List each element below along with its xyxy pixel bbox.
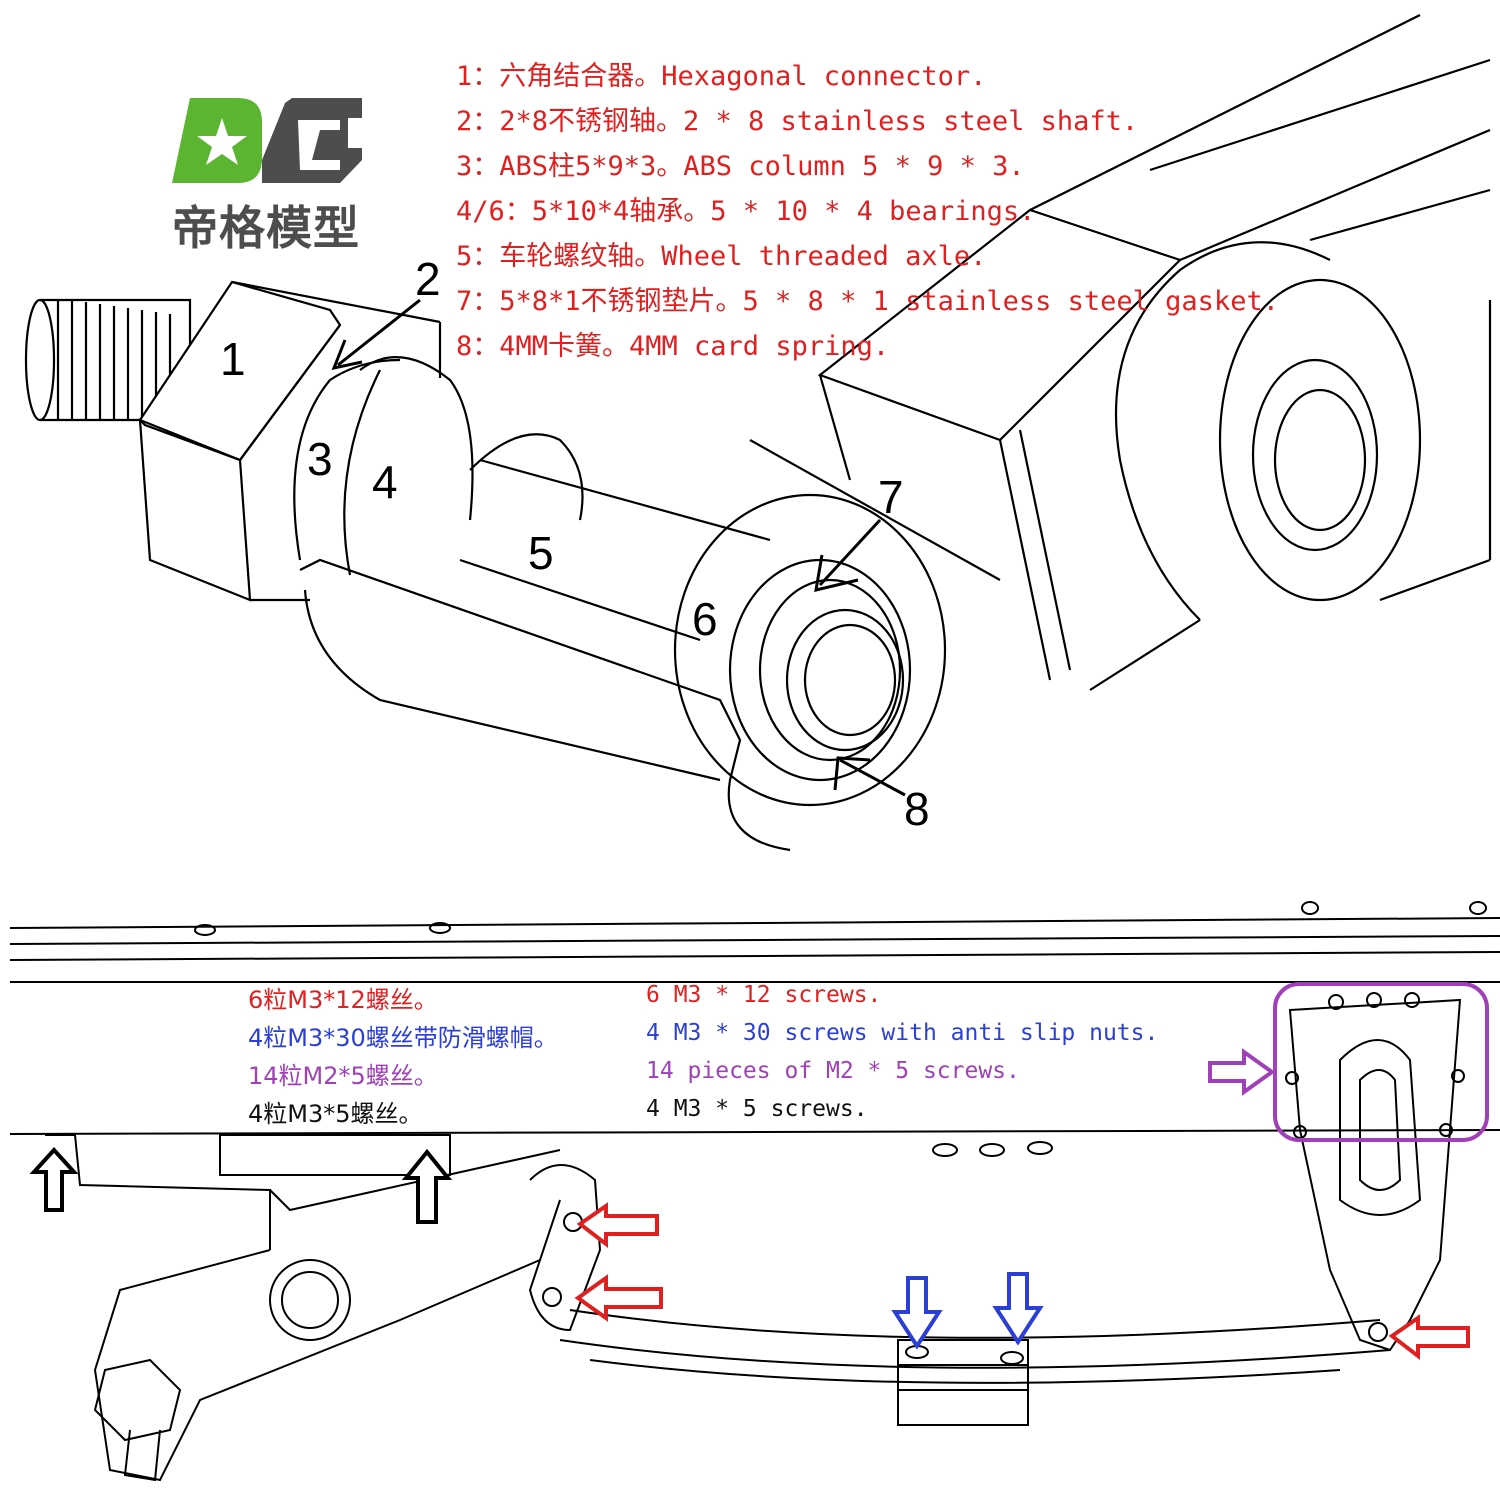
part-label-5: 5 — [528, 527, 554, 579]
axle-stack — [293, 356, 791, 852]
blue-arrow-down-icon — [891, 1276, 943, 1350]
highlight-box — [1273, 982, 1489, 1142]
steering-arm — [749, 14, 1492, 691]
screw-note-zh: 4粒M3*30螺丝带防滑螺帽。 — [248, 1024, 558, 1052]
legend-item: 5：车轮螺纹轴。Wheel threaded axle. — [456, 241, 987, 272]
black-arrow-up-icon — [29, 1147, 79, 1212]
blue-arrow-down-icon — [992, 1272, 1044, 1346]
parts-legend: 1：六角结合器。Hexagonal connector. 2：2*8不锈钢轴。2… — [456, 54, 1279, 369]
part-label-2: 2 — [415, 253, 441, 305]
part-label-4: 4 — [372, 456, 398, 508]
red-arrow-left-icon — [576, 1202, 659, 1249]
legend-item: 2：2*8不锈钢轴。2 * 8 stainless steel shaft. — [456, 106, 1139, 137]
dg-logo-mark — [172, 98, 362, 183]
black-arrow-up-icon — [401, 1148, 453, 1224]
bearing-six — [673, 493, 947, 807]
screw-note-en: 6 M3 * 12 screws. — [646, 982, 882, 1008]
screw-note-en: 4 M3 * 5 screws. — [646, 1096, 868, 1122]
screw-note-zh: 14粒M2*5螺丝。 — [248, 1062, 438, 1090]
screw-note-zh: 4粒M3*5螺丝。 — [248, 1100, 423, 1128]
part-label-3: 3 — [307, 433, 333, 485]
legend-item: 4/6：5*10*4轴承。5 * 10 * 4 bearings. — [456, 196, 1036, 227]
screw-note-zh: 6粒M3*12螺丝。 — [248, 986, 438, 1014]
legend-item: 7：5*8*1不锈钢垫片。5 * 8 * 1 stainless steel g… — [456, 286, 1279, 317]
part-label-8: 8 — [904, 783, 930, 835]
legend-item: 3：ABS柱5*9*3。ABS column 5 * 9 * 3. — [456, 151, 1025, 182]
chassis-lines — [9, 901, 1500, 1482]
part-label-1: 1 — [220, 333, 246, 385]
screw-note-en: 4 M3 * 30 screws with anti slip nuts. — [646, 1020, 1159, 1046]
pointer-arrows — [331, 298, 906, 797]
legend-item: 1：六角结合器。Hexagonal connector. — [456, 61, 987, 92]
part-label-6: 6 — [692, 593, 718, 645]
red-arrow-left-icon — [1388, 1314, 1470, 1361]
threaded-stud — [24, 298, 192, 422]
screw-note-en: 14 pieces of M2 * 5 screws. — [646, 1058, 1020, 1084]
hex-connector — [138, 280, 442, 602]
hub-assembly-lines — [24, 14, 1492, 852]
part-label-7: 7 — [878, 471, 904, 523]
legend-item: 8：4MM卡簧。4MM card spring. — [456, 331, 890, 362]
brand-name: 帝格模型 — [172, 201, 360, 255]
red-arrow-left-icon — [574, 1274, 663, 1322]
callout-arrows — [29, 1048, 1470, 1361]
purple-arrow-right-icon — [1208, 1048, 1276, 1096]
